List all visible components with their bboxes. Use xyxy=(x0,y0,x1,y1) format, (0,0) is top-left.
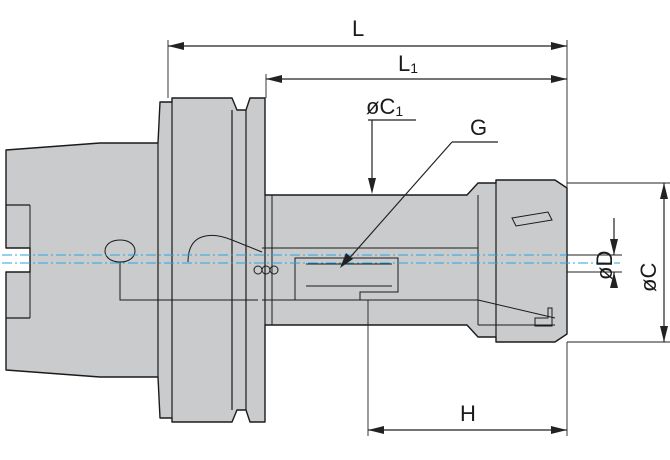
nut-taper-line-1 xyxy=(477,299,556,319)
dim-label-C1: øC1 xyxy=(366,94,403,119)
dim-label-H: H xyxy=(460,401,476,426)
nut-lock xyxy=(534,307,553,327)
holder-body xyxy=(5,97,568,423)
nut-slot xyxy=(511,211,553,227)
coolant-channel xyxy=(104,239,136,263)
C1-arrow xyxy=(368,178,376,194)
o-ring-seal xyxy=(253,265,279,275)
D-arrow-low xyxy=(610,272,618,288)
H-arrow-left xyxy=(368,426,384,434)
label-G: G xyxy=(470,115,487,140)
C-arrow-top xyxy=(660,183,668,199)
G-arrow xyxy=(340,253,353,268)
dim-label-C: øC xyxy=(636,263,661,292)
L-arrow-right xyxy=(551,42,567,50)
L-arrow-left xyxy=(168,42,184,50)
H-arrow-right xyxy=(551,426,567,434)
screw-thread xyxy=(306,263,392,287)
bore-outline xyxy=(119,234,263,301)
G-leader-diagonal xyxy=(345,141,453,263)
dim-label-L: L xyxy=(352,16,364,41)
D-arrow xyxy=(610,239,618,255)
L1-arrow-left xyxy=(266,75,282,83)
dim-label-D: øD xyxy=(592,251,617,280)
L1-arrow-right xyxy=(551,75,567,83)
dim-label-L1: L1 xyxy=(398,51,418,76)
C-arrow-bottom xyxy=(660,326,668,342)
